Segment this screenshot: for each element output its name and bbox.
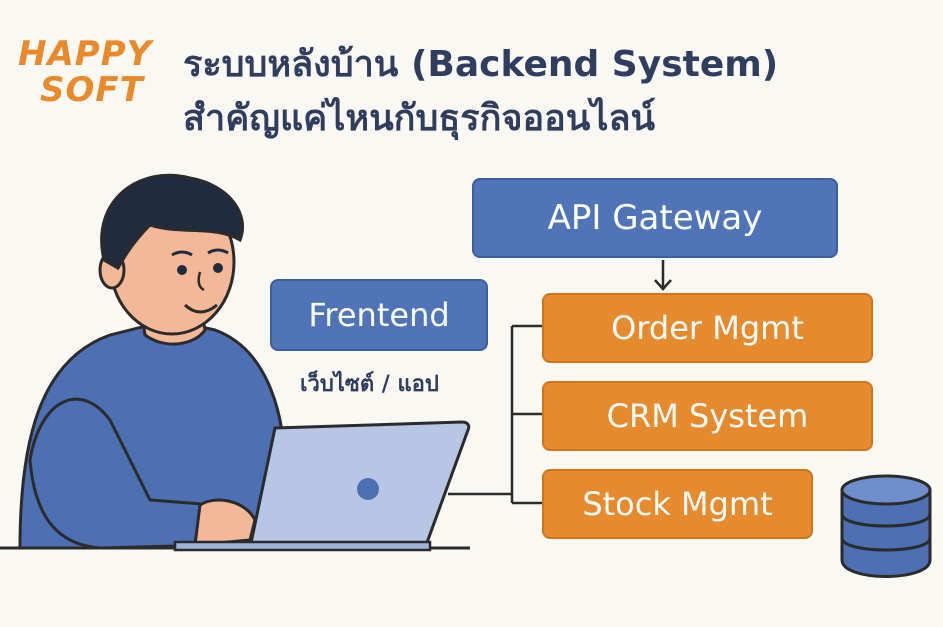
title-line-2: สำคัญแค่ไหนกับธุรกิจออนไลน์ bbox=[183, 98, 656, 139]
frontend-box: Frentend bbox=[270, 279, 488, 351]
order-mgmt-box: Order Mgmt bbox=[542, 293, 873, 363]
title-line-1: ระบบหลังบ้าน (Backend System) bbox=[183, 44, 779, 85]
page-title: ระบบหลังบ้าน (Backend System) สำคัญแค่ไห… bbox=[183, 38, 778, 146]
frontend-subtitle: เว็บไซต์ / แอป bbox=[300, 372, 439, 397]
arrow-down-icon bbox=[654, 279, 672, 291]
database-icon bbox=[840, 474, 932, 578]
crm-system-box: CRM System bbox=[542, 381, 873, 451]
api-gateway-box: API Gateway bbox=[472, 178, 838, 258]
logo-line-1: HAPPY bbox=[18, 34, 153, 74]
logo-line-2: SOFT bbox=[40, 70, 144, 110]
happysoft-logo: HAPPY SOFT bbox=[18, 36, 152, 108]
stock-mgmt-box: Stock Mgmt bbox=[542, 469, 813, 539]
